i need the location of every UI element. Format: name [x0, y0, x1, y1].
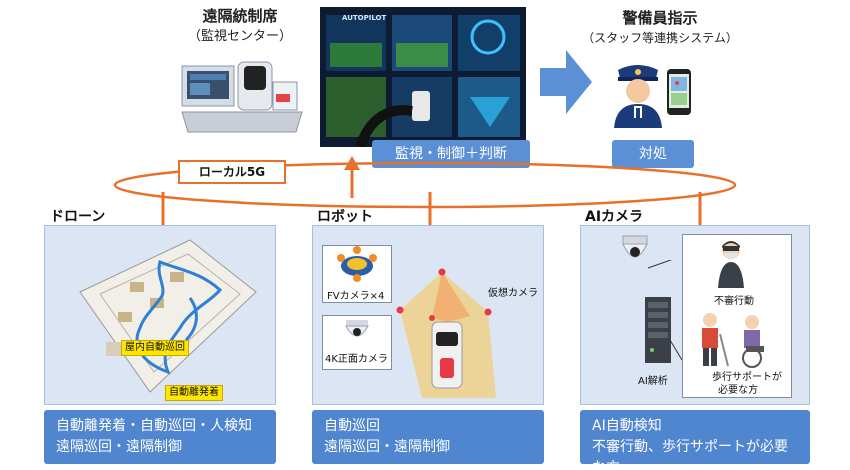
robot-title: ロボット	[317, 209, 373, 225]
control-desk-illustration	[181, 61, 303, 133]
robot-caption: 自動巡回 遠隔巡回・遠隔制御	[312, 410, 544, 464]
virtual-camera-illustration	[396, 268, 496, 398]
needs-help-label-line1: 歩行サポートが	[712, 372, 782, 383]
dome-camera-icon	[345, 320, 369, 337]
detection-box	[682, 234, 792, 398]
remote-center-title: 遠隔統制席	[202, 7, 278, 25]
screen-brand-label: AUTOPILOT	[342, 14, 387, 22]
ai-camera-caption-line2: 不審行動、歩行サポートが必要な方	[592, 439, 788, 470]
drone-caption-line1: 自動離発着・自動巡回・人検知	[56, 418, 252, 434]
drone-title: ドローン	[50, 209, 106, 225]
local-5g-label: ローカル5G	[178, 160, 286, 184]
fv-camera-icon	[337, 246, 377, 282]
suspicious-person-icon	[718, 241, 744, 288]
suspicious-label: 不審行動	[714, 296, 754, 307]
walking-assist-icon	[702, 313, 764, 368]
server-icon	[645, 297, 671, 363]
ai-dome-camera-icon	[622, 235, 648, 258]
robot-caption-line2: 遠隔巡回・遠隔制御	[324, 439, 450, 455]
front-camera-label: 4K正面カメラ	[325, 354, 388, 365]
ai-camera-caption-line1: AI自動検知	[592, 418, 662, 434]
virtual-camera-label: 仮想カメラ	[488, 288, 538, 299]
drone-caption-line2: 遠隔巡回・遠隔制御	[56, 439, 182, 455]
drone-indoor-patrol-tag: 屋内自動巡回	[121, 340, 189, 356]
guard-subtitle: （スタッフ等連携システム）	[582, 31, 738, 45]
floor-map-illustration	[79, 239, 257, 393]
analysis-connector-lines	[647, 260, 683, 361]
guard-title: 警備員指示	[622, 9, 698, 27]
ai-analysis-label: AI解析	[638, 376, 668, 387]
drone-caption: 自動離発着・自動巡回・人検知 遠隔巡回・遠隔制御	[44, 410, 276, 464]
network-connections	[113, 156, 737, 225]
arrow-right-icon	[540, 50, 592, 114]
drone-takeoff-tag: 自動離発着	[165, 385, 223, 401]
ai-camera-title: AIカメラ	[585, 209, 644, 225]
security-guard-icon	[614, 65, 662, 128]
fv-camera-label: FVカメラ×4	[327, 291, 385, 302]
needs-help-label-line2: 必要な方	[718, 385, 758, 396]
ai-camera-caption: AI自動検知 不審行動、歩行サポートが必要な方	[580, 410, 810, 470]
remote-center-subtitle: （監視センター）	[187, 29, 292, 44]
robot-caption-line1: 自動巡回	[324, 418, 380, 434]
operations-screen	[320, 7, 526, 147]
response-label: 対処	[612, 140, 694, 168]
smartphone-icon	[667, 69, 691, 115]
